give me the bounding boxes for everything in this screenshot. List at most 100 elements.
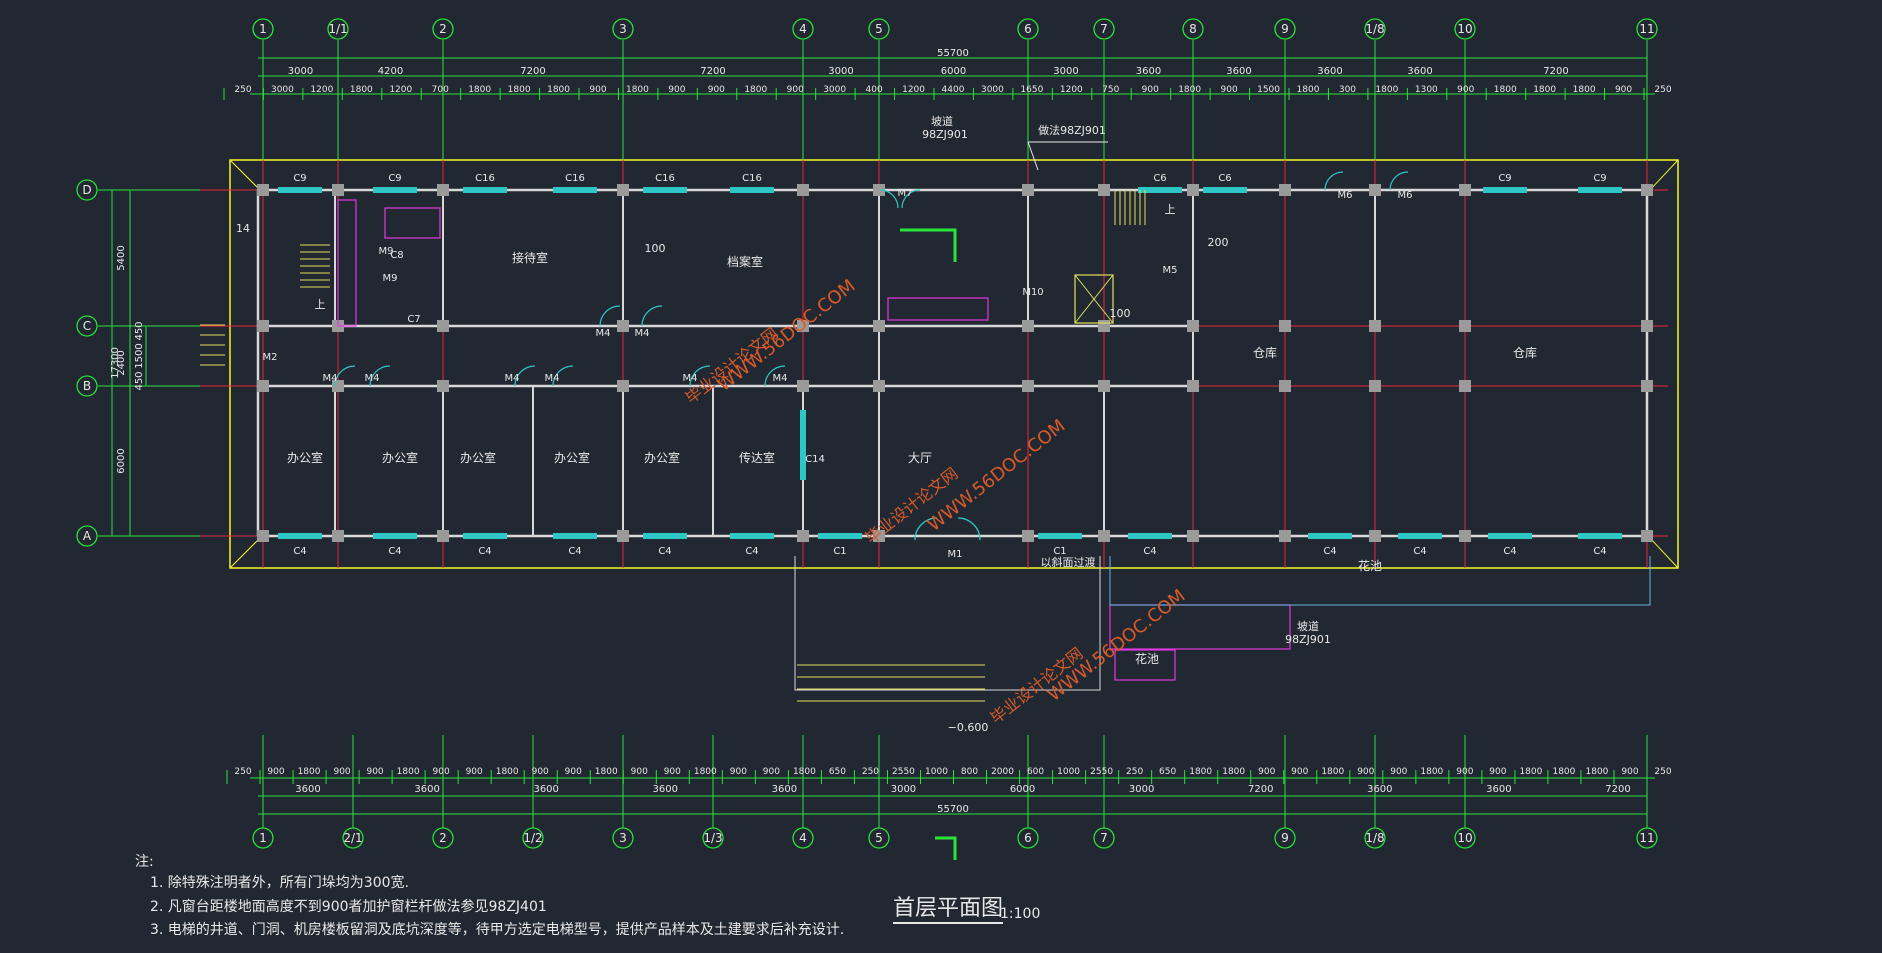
dimension-top-secondary: 1800 (1494, 85, 1517, 95)
dimension-bottom-secondary: 1800 (793, 767, 816, 777)
dimension-bottom-primary: 6000 (1010, 784, 1035, 795)
dimension-bottom-secondary: 900 (1621, 767, 1638, 777)
axis-bubble (612, 827, 634, 849)
door-swing (879, 189, 921, 209)
window-bottom (730, 533, 774, 539)
column (1098, 320, 1110, 332)
window-bottom (278, 533, 322, 539)
dimension-top-secondary: 1800 (744, 85, 767, 95)
planter-outline (1109, 556, 1651, 606)
dimension-bottom-secondary: 800 (961, 767, 978, 777)
dimension-bottom-secondary: 900 (565, 767, 582, 777)
axis-bubble (432, 827, 454, 849)
dimension-bottom-secondary: 900 (466, 767, 483, 777)
column (1459, 530, 1471, 542)
dimension-top-secondary: 900 (1142, 85, 1159, 95)
column (257, 184, 269, 196)
door-label: M4 (545, 373, 560, 384)
window-label: C16 (655, 173, 675, 184)
dimension-overall-bottom: 55700 (937, 804, 969, 815)
window-top (463, 187, 507, 193)
axis-label-bottom: 1/3 (703, 831, 722, 845)
door-label: M4 (773, 373, 788, 384)
door-label: M4 (365, 373, 380, 384)
dimension-top-secondary: 3000 (271, 85, 294, 95)
dimension-top-secondary: 1800 (468, 85, 491, 95)
column (1187, 320, 1199, 332)
dimension-bottom-secondary: 650 (829, 767, 846, 777)
dimension-bottom-secondary: 1800 (595, 767, 618, 777)
room-label: 花池 (1358, 558, 1382, 573)
window-label: C9 (1593, 173, 1606, 184)
window-top (730, 187, 774, 193)
dimension-bottom-secondary: 900 (664, 767, 681, 777)
axis-label-top: 8 (1189, 22, 1197, 36)
axis-bubble (252, 827, 274, 849)
window-label: C1 (833, 546, 846, 557)
door-swing (689, 365, 711, 387)
dimension-top-secondary: 1200 (902, 85, 925, 95)
door-swing (1324, 171, 1409, 191)
column (1459, 320, 1471, 332)
column (1459, 380, 1471, 392)
axis-label-left: B (83, 379, 91, 393)
column (617, 320, 629, 332)
column (1369, 184, 1381, 196)
window-bottom (1578, 533, 1622, 539)
column (617, 530, 629, 542)
dimension-top-secondary: 300 (1339, 85, 1356, 95)
dimension-bottom-secondary: 900 (532, 767, 549, 777)
room-label: 接待室 (512, 250, 548, 265)
annotation-label: −0.600 (948, 721, 989, 734)
window-bottom (463, 533, 507, 539)
axis-bubble (1182, 18, 1204, 40)
dimension-bottom-secondary: 1000 (925, 767, 948, 777)
axis-bubble (1093, 18, 1115, 40)
dimension-bottom-secondary: 900 (1258, 767, 1275, 777)
dimension-bottom-secondary: 1800 (1552, 767, 1575, 777)
dimension-top-secondary: 1500 (1257, 85, 1280, 95)
dimension-top-secondary: 1800 (1533, 85, 1556, 95)
axis-label-bottom: 4 (799, 831, 807, 845)
dimension-bottom-primary: 3600 (1367, 784, 1392, 795)
annotation-label: 坡道 (931, 114, 953, 128)
room-label: 档案室 (727, 254, 763, 269)
column (1279, 380, 1291, 392)
axis-label-bottom: 11 (1639, 831, 1654, 845)
column (1022, 530, 1034, 542)
annotation-label: 100 (645, 242, 666, 255)
planter-fixture (1114, 649, 1176, 681)
column (873, 184, 885, 196)
door-label: M6 (1338, 190, 1353, 201)
column (797, 530, 809, 542)
dimension-bottom-secondary: 2550 (892, 767, 915, 777)
dimension-bottom-primary: 3600 (772, 784, 797, 795)
note-item-3: 3. 电梯的井道、门洞、机房楼板留洞及底坑深度等，待甲方选定电梯型号，提供产品样… (150, 922, 845, 938)
room-label: 传达室 (739, 450, 775, 465)
watermark-text: WWW.56DOC.COM (1044, 586, 1190, 706)
axis-bubble (612, 18, 634, 40)
annotation-label: 做法98ZJ901 (1038, 123, 1106, 137)
window-bottom (1308, 533, 1352, 539)
annotation-label: 200 (1208, 236, 1229, 249)
axis-label-top: 11 (1639, 22, 1654, 36)
door-swing (599, 305, 621, 327)
dimension-bottom-primary: 3600 (414, 784, 439, 795)
axis-bubble (76, 375, 98, 397)
column (437, 530, 449, 542)
window-c14 (800, 410, 806, 480)
window-bottom (553, 533, 597, 539)
room-label: 办公室 (382, 450, 418, 465)
axis-bubble (1636, 827, 1658, 849)
dimension-top-primary: 3600 (1136, 66, 1161, 77)
column (1279, 184, 1291, 196)
column (1369, 380, 1381, 392)
elevator-cross (1074, 274, 1114, 324)
column (797, 380, 809, 392)
dimension-bottom-secondary: 900 (1291, 767, 1308, 777)
axis-bubble (1017, 18, 1039, 40)
drawing-scale: 1:100 (1000, 906, 1041, 922)
dimension-top-secondary: 250 (1654, 85, 1671, 95)
window-bottom (1038, 533, 1082, 539)
dimension-bottom-secondary: 1800 (298, 767, 321, 777)
